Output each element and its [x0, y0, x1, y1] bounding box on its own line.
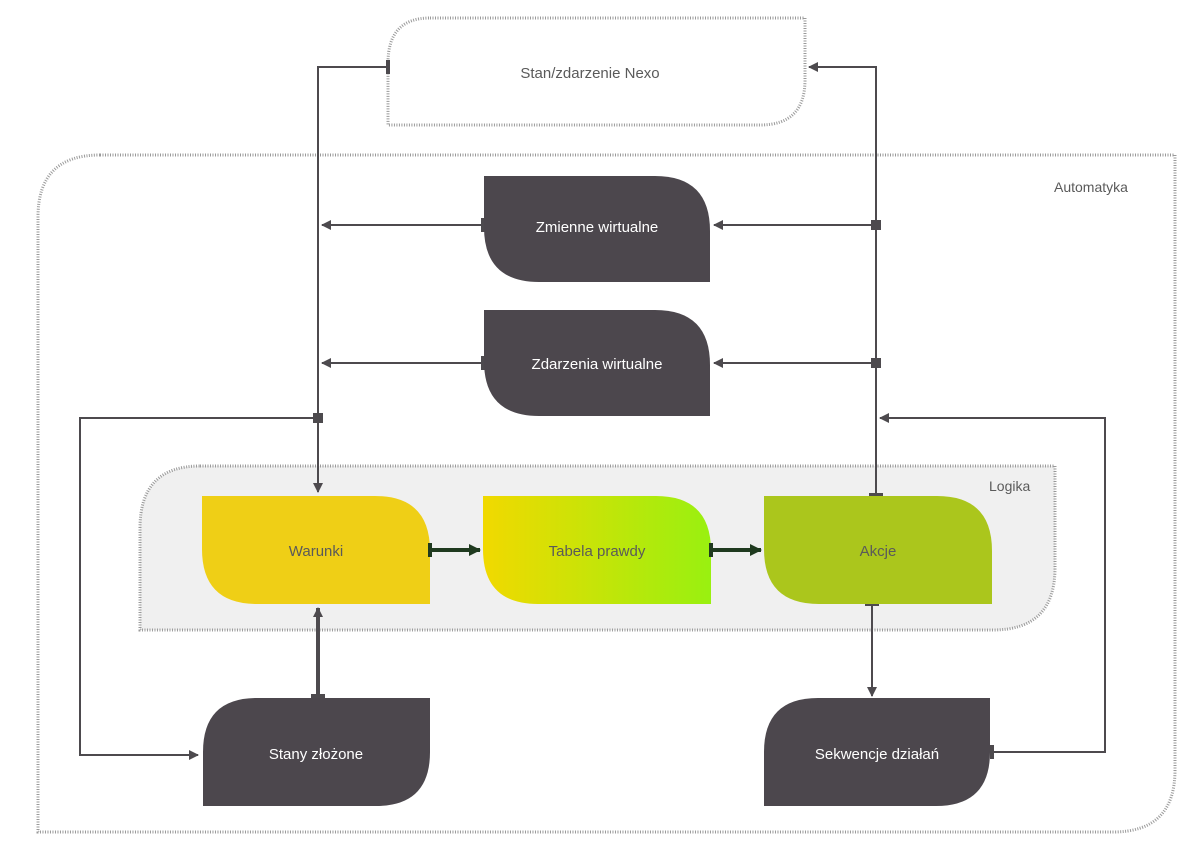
node-warunki-label: Warunki: [289, 543, 343, 560]
logika-label: Logika: [989, 478, 1030, 494]
cap-akcje-top: [869, 493, 883, 497]
node-zmienne-shape: [484, 176, 710, 282]
node-zmienne-label: Zmienne wirtualne: [536, 219, 659, 236]
node-zdarzenia-shape: [484, 310, 710, 416]
node-sekwencje-label: Sekwencje działań: [815, 746, 939, 763]
arrow-loop-to-stany: [79, 417, 316, 760]
cap-zmienne-left: [481, 218, 485, 232]
node-warunki: Warunki: [202, 496, 430, 604]
node-tabela: Tabela prawdy: [483, 496, 711, 604]
node-akcje-shape: [764, 496, 992, 604]
node-zdarzenia-label: Zdarzenia wirtualne: [532, 356, 663, 373]
node-tabela-label: Tabela prawdy: [549, 543, 646, 560]
node-akcje: Akcje: [764, 496, 992, 604]
cap-sekwencje-right: [990, 745, 994, 759]
automatyka-container: [36, 153, 1177, 834]
arrow-sekwencje-to-right: [879, 413, 1106, 753]
node-sekwencje: Sekwencje działań: [764, 698, 990, 806]
node-akcje-label: Akcje: [860, 543, 897, 560]
automatyka-label: Automatyka: [1054, 179, 1128, 195]
node-sekwencje-shape: [764, 698, 990, 806]
node-stany-label: Stany złożone: [269, 746, 363, 763]
node-zdarzenia: Zdarzenia wirtualne: [484, 310, 710, 416]
node-zmienne: Zmienne wirtualne: [484, 176, 710, 282]
cap-stany-top: [311, 694, 325, 698]
node-tabela-shape: [483, 496, 711, 604]
nexo-label: Stan/zdarzenie Nexo: [520, 65, 659, 82]
junction-zmienne-right: [871, 220, 881, 230]
arrow-akcje-to-nexo: [808, 62, 877, 495]
node-warunki-shape: [202, 496, 430, 604]
logic-caps: [428, 543, 713, 557]
junction-zdarzenia-right: [871, 358, 881, 368]
cap-nexo-left: [386, 60, 390, 74]
connectors: [79, 62, 1106, 760]
cap-warunki-right: [428, 543, 432, 557]
nexo-container: [386, 16, 807, 127]
cap-zdarzenia-left: [481, 356, 485, 370]
node-stany-shape: [203, 698, 430, 806]
junction-left-loop: [313, 413, 323, 423]
arrow-nexo-to-warunki: [313, 66, 390, 493]
node-stany: Stany złożone: [203, 698, 430, 806]
cap-tabela-right: [709, 543, 713, 557]
